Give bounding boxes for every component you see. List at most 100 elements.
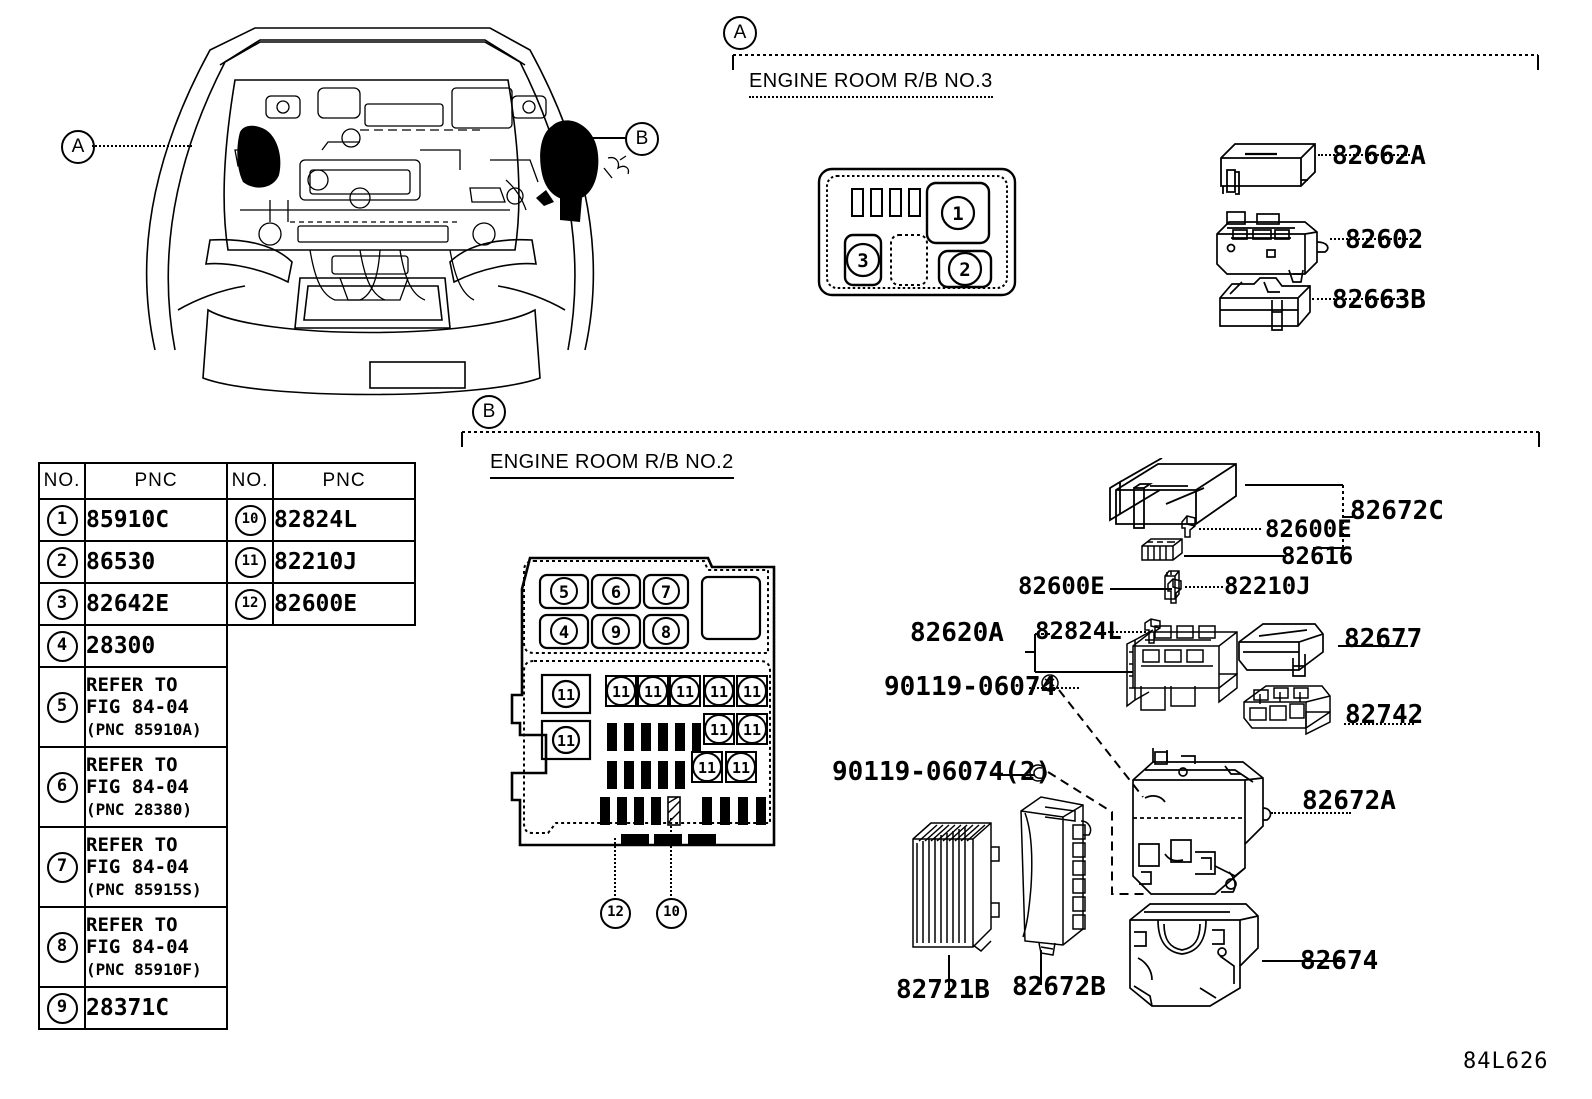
spacer (273, 625, 415, 667)
vehicle-callout-a-leader (92, 145, 192, 149)
part-82742-illustration (1236, 676, 1346, 738)
table-row: 3 82642E 12 82600E (38, 582, 416, 626)
table-row: 7 REFER TO FIG 84-04 (PNC 85915S) (38, 826, 415, 908)
part-number-82677: 82677 (1344, 624, 1423, 654)
relay-callout-11: 11 (557, 686, 575, 704)
row-no-4: 4 (38, 624, 86, 668)
relay-callout-11: 11 (710, 721, 728, 739)
relay-callout-11: 11 (644, 683, 662, 701)
part-number-82600E-mid: 82600E (1018, 572, 1105, 600)
bracket-82672C (1245, 482, 1355, 554)
leader-82663B (1312, 298, 1407, 300)
spacer (273, 907, 415, 987)
spacer (227, 987, 273, 1029)
section-a-title: ENGINE ROOM R/B NO.3 (749, 70, 993, 98)
relay-box-b-callout-6: 6 (611, 583, 621, 603)
assembly-dash-line-1 (1055, 685, 1165, 815)
row-no-5: 5 (38, 666, 86, 748)
row-no-6: 6 (38, 746, 86, 828)
part-number-82602: 82602 (1345, 225, 1424, 255)
table-row: 6 REFER TO FIG 84-04 (PNC 28380) (38, 746, 415, 828)
part-82210J-illustration (1160, 568, 1184, 602)
part-82674-illustration (1100, 900, 1265, 1015)
callout-letter-b: B (625, 122, 659, 156)
section-a-letter: A (723, 16, 757, 50)
section-b-title: ENGINE ROOM R/B NO.2 (490, 451, 734, 479)
row-no-1: 1 (38, 498, 86, 542)
row-pnc-10: 82824L (272, 498, 416, 542)
relay-box-b-callout-9: 9 (611, 623, 621, 643)
row-pnc-9: 28371C (84, 986, 228, 1030)
circled-no: 5 (46, 691, 78, 723)
header-no-left: NO. (38, 462, 86, 500)
row-no-3: 3 (38, 582, 86, 626)
table-row: 4 28300 (38, 624, 415, 668)
callout-letter-a: A (61, 130, 95, 164)
relay-box-a-callout-2: 2 (959, 259, 970, 281)
part-number-82672B: 82672B (1012, 972, 1106, 1002)
row-pnc-3: 82642E (84, 582, 228, 626)
row-pnc-2: 86530 (84, 540, 228, 584)
part-number-82721B: 82721B (896, 975, 990, 1005)
part-82663B-illustration (1206, 272, 1331, 337)
table-row: 1 85910C 10 82824L (38, 498, 416, 542)
table-row: 9 28371C (38, 986, 415, 1030)
leader-82721B (948, 955, 950, 990)
circled-no: 1 (46, 504, 78, 536)
section-b-letter: B (472, 395, 506, 429)
section-b-relay-box: 5 6 7 4 9 8 11 11 11 11 11 11 11 11 11 1… (498, 545, 778, 895)
part-number-90119-06074-2: 90119-06074(2) (832, 757, 1052, 787)
section-b-bracket (461, 431, 1543, 449)
row-pnc-1: 85910C (84, 498, 228, 542)
relay-callout-11: 11 (612, 683, 630, 701)
relay-box-callout-12: 12 (600, 898, 631, 929)
vehicle-callout-b: B (625, 122, 659, 156)
part-number-82600E-upper: 82600E (1265, 515, 1352, 543)
circled-no: 4 (46, 630, 78, 662)
circled-no: 10 (234, 504, 266, 536)
vehicle-illustration (60, 10, 680, 410)
spacer (273, 747, 415, 827)
part-82672A-illustration (1095, 748, 1275, 908)
relay-box-b-callout-4: 4 (559, 623, 569, 643)
circled-no: 2 (46, 546, 78, 578)
leader-82662A (1318, 154, 1410, 156)
part-82662A-illustration (1205, 136, 1330, 198)
relay-box-a-callout-1: 1 (952, 203, 963, 225)
spacer (227, 667, 273, 747)
relay-callout-11: 11 (710, 683, 728, 701)
part-number-82663B: 82663B (1332, 285, 1426, 315)
circled-no: 8 (46, 931, 78, 963)
relay-box-leader-10 (670, 818, 674, 900)
relay-box-a-callout-3: 3 (857, 250, 868, 272)
leader-82672B (1040, 950, 1042, 985)
vehicle-callout-b-leader (545, 137, 627, 141)
row-no-10: 10 (226, 498, 274, 542)
leader-82602 (1330, 238, 1412, 240)
part-90119-06074-illustration (1040, 672, 1062, 696)
part-82677-illustration (1229, 618, 1339, 678)
header-pnc-left: PNC (84, 462, 228, 500)
table-row: 5 REFER TO FIG 84-04 (PNC 85910A) (38, 666, 415, 748)
row-no-7: 7 (38, 826, 86, 908)
bracket-82620A (1025, 620, 1135, 676)
section-a-marker: A (723, 16, 757, 50)
part-number-90119-06074: 90119-06074 (884, 672, 1057, 702)
leader-82616 (1184, 555, 1284, 557)
spacer (227, 747, 273, 827)
callout-10-label: 10 (656, 898, 687, 929)
leader-82672A (1271, 812, 1351, 814)
part-82721B-illustration (903, 817, 1008, 957)
relay-callout-11: 11 (732, 759, 750, 777)
part-82602-illustration (1205, 204, 1335, 284)
part-82672B-illustration (1015, 795, 1110, 960)
vehicle-callout-a: A (61, 130, 95, 164)
spacer (227, 907, 273, 987)
part-82672C-illustration (1104, 458, 1249, 536)
part-number-82620A: 82620A (910, 618, 1004, 648)
leader-90119-06074-2 (995, 774, 1035, 776)
relay-box-b-callout-7: 7 (661, 583, 671, 603)
row-pnc-7: REFER TO FIG 84-04 (PNC 85915S) (84, 826, 228, 908)
header-pnc-right: PNC (272, 462, 416, 500)
part-82620A-illustration (1125, 622, 1245, 718)
